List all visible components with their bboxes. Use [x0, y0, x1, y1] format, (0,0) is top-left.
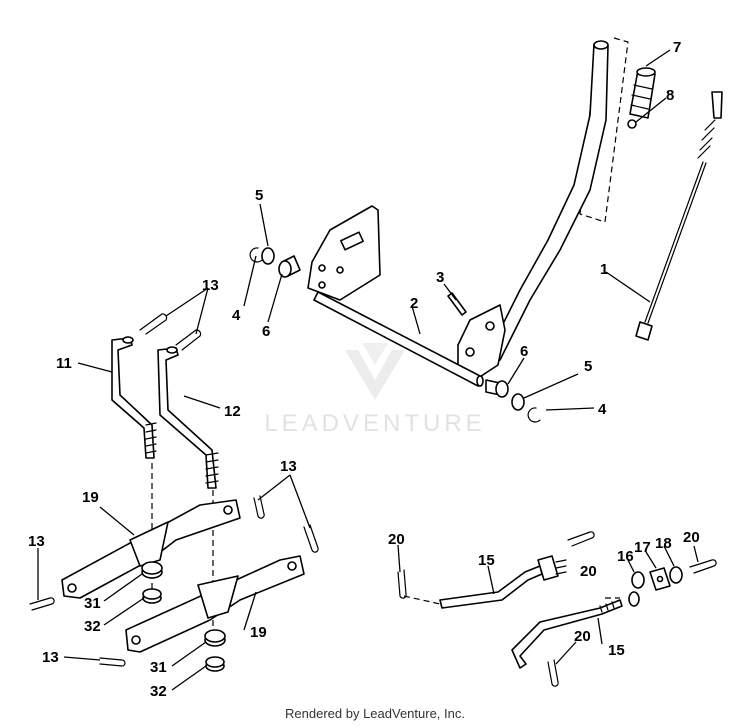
callout-8: 8	[666, 87, 674, 104]
part-3-pin[interactable]	[447, 292, 467, 316]
callout-15-lower: 15	[608, 642, 625, 659]
callout-20-right: 20	[683, 529, 700, 546]
part-6-bushing-left[interactable]	[278, 255, 301, 278]
callout-17: 17	[634, 539, 651, 556]
callout-7: 7	[673, 39, 681, 56]
part-13-hairpin-mid-2[interactable]	[303, 524, 319, 553]
callout-13-mid: 13	[280, 458, 297, 475]
part-5-washer-right[interactable]	[511, 393, 525, 411]
callout-20-upper: 20	[580, 563, 597, 580]
callout-1: 1	[600, 261, 608, 278]
part-7-handle-grip[interactable]	[629, 67, 656, 119]
part-8-spring-clip[interactable]	[627, 119, 637, 129]
callout-4-left: 4	[232, 307, 241, 324]
part-20-hairpin-lower[interactable]	[547, 659, 559, 687]
part-32-nut-upper[interactable]	[142, 588, 162, 604]
callout-20-lower: 20	[574, 628, 591, 645]
callout-12: 12	[224, 403, 241, 420]
callout-11: 11	[56, 355, 72, 372]
part-2-lift-shaft[interactable]	[313, 291, 484, 387]
part-20-clip-left[interactable]	[397, 569, 407, 599]
part-13-hairpin-mid-1[interactable]	[253, 495, 265, 519]
phantom-rod-left	[403, 595, 441, 605]
part-15-rod-upper[interactable]	[439, 555, 567, 609]
part-18-nut[interactable]	[669, 566, 683, 584]
callout-13-bottom: 13	[42, 649, 59, 666]
callout-6-right: 6	[520, 343, 528, 360]
part-16-nut[interactable]	[631, 571, 645, 589]
callout-32-upper: 32	[84, 618, 101, 635]
render-credit: Rendered by LeadVenture, Inc.	[285, 706, 465, 721]
part-32-nut-lower[interactable]	[205, 656, 225, 672]
part-20-hairpin-upper[interactable]	[567, 531, 595, 547]
leader-lines	[37, 49, 699, 691]
part-13-hairpin-top-2[interactable]	[175, 329, 202, 351]
callout-31-lower: 31	[150, 659, 167, 676]
lever-bracket	[457, 304, 506, 383]
part-19-lift-arm-lower[interactable]	[125, 555, 305, 653]
lift-lever[interactable]	[485, 40, 609, 361]
callout-5-right: 5	[584, 358, 592, 375]
part-13-hairpin-bottom[interactable]	[99, 657, 126, 667]
callout-18: 18	[655, 535, 672, 552]
callout-2: 2	[410, 295, 418, 312]
callout-20-left: 20	[388, 531, 405, 548]
part-5-washer-left[interactable]	[261, 247, 275, 265]
part-20-hairpin-right[interactable]	[689, 559, 717, 574]
part-1-lift-cable[interactable]	[635, 91, 723, 341]
part-4-retainer-left[interactable]	[249, 247, 263, 263]
callout-31-upper: 31	[84, 595, 101, 612]
watermark-logo-icon	[345, 343, 405, 400]
callout-4-right: 4	[598, 401, 607, 418]
callout-15-upper: 15	[478, 552, 495, 569]
callout-19-upper: 19	[82, 489, 99, 506]
part-17-trunnion[interactable]	[649, 567, 671, 591]
part-13-hairpin-left[interactable]	[29, 597, 55, 611]
mounting-plate	[307, 205, 381, 301]
part-15-rod-lower[interactable]	[511, 591, 640, 669]
callout-13-left: 13	[28, 533, 45, 550]
part-6-bushing-right[interactable]	[485, 379, 509, 398]
part-13-hairpin-top-1[interactable]	[139, 313, 168, 335]
part-11-lift-link[interactable]	[111, 336, 157, 459]
part-12-lift-link[interactable]	[157, 346, 219, 489]
part-31-washer-lower[interactable]	[204, 629, 226, 647]
callout-3: 3	[436, 269, 444, 286]
part-19-lift-arm-upper[interactable]	[61, 499, 241, 599]
part-31-washer-upper[interactable]	[141, 561, 163, 579]
callout-16: 16	[617, 548, 634, 565]
callout-6-left: 6	[262, 323, 270, 340]
part-4-retainer-right[interactable]	[527, 407, 541, 423]
callout-32-lower: 32	[150, 683, 167, 700]
callout-19-lower: 19	[250, 624, 267, 641]
watermark-text: LEADVENTURE	[264, 410, 485, 437]
callout-13-top: 13	[202, 277, 219, 294]
callout-5-left: 5	[255, 187, 263, 204]
parts-diagram: LEADVENTURE	[28, 37, 723, 700]
